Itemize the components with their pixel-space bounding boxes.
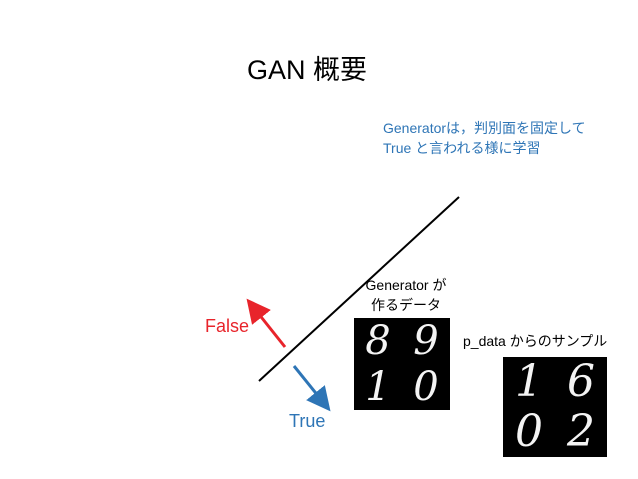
note-line-2: True と言われる様に学習 (383, 140, 541, 156)
pdata-sample-label: p_data からのサンプル (463, 333, 608, 349)
true-arrow (292, 365, 331, 412)
note-line-1: Generatorは，判別面を固定して (383, 120, 586, 136)
generator-label-line-2: 作るデータ (371, 297, 441, 313)
generator-training-note: Generatorは，判別面を固定して True と言われる様に学習 (383, 118, 586, 158)
real-digit: 0 (515, 406, 543, 457)
generated-digits-image: 8 9 1 0 (354, 318, 450, 410)
generated-digit: 9 (413, 318, 439, 364)
generator-label-line-1: Generator が (365, 277, 447, 293)
decision-boundary-line (258, 196, 460, 382)
real-digits-image: 1 6 0 2 (503, 357, 607, 457)
false-arrow (246, 298, 287, 348)
generated-digit: 1 (365, 364, 391, 410)
true-label: True (289, 411, 326, 431)
real-digit: 1 (515, 356, 543, 407)
generated-digit: 0 (413, 364, 439, 410)
slide-title: GAN 概要 (247, 55, 368, 85)
generated-digit: 8 (365, 318, 391, 364)
real-digit: 2 (567, 406, 595, 457)
false-label: False (205, 316, 250, 336)
real-digit: 6 (567, 356, 595, 407)
generator-data-label: Generator が 作るデータ (354, 275, 458, 315)
